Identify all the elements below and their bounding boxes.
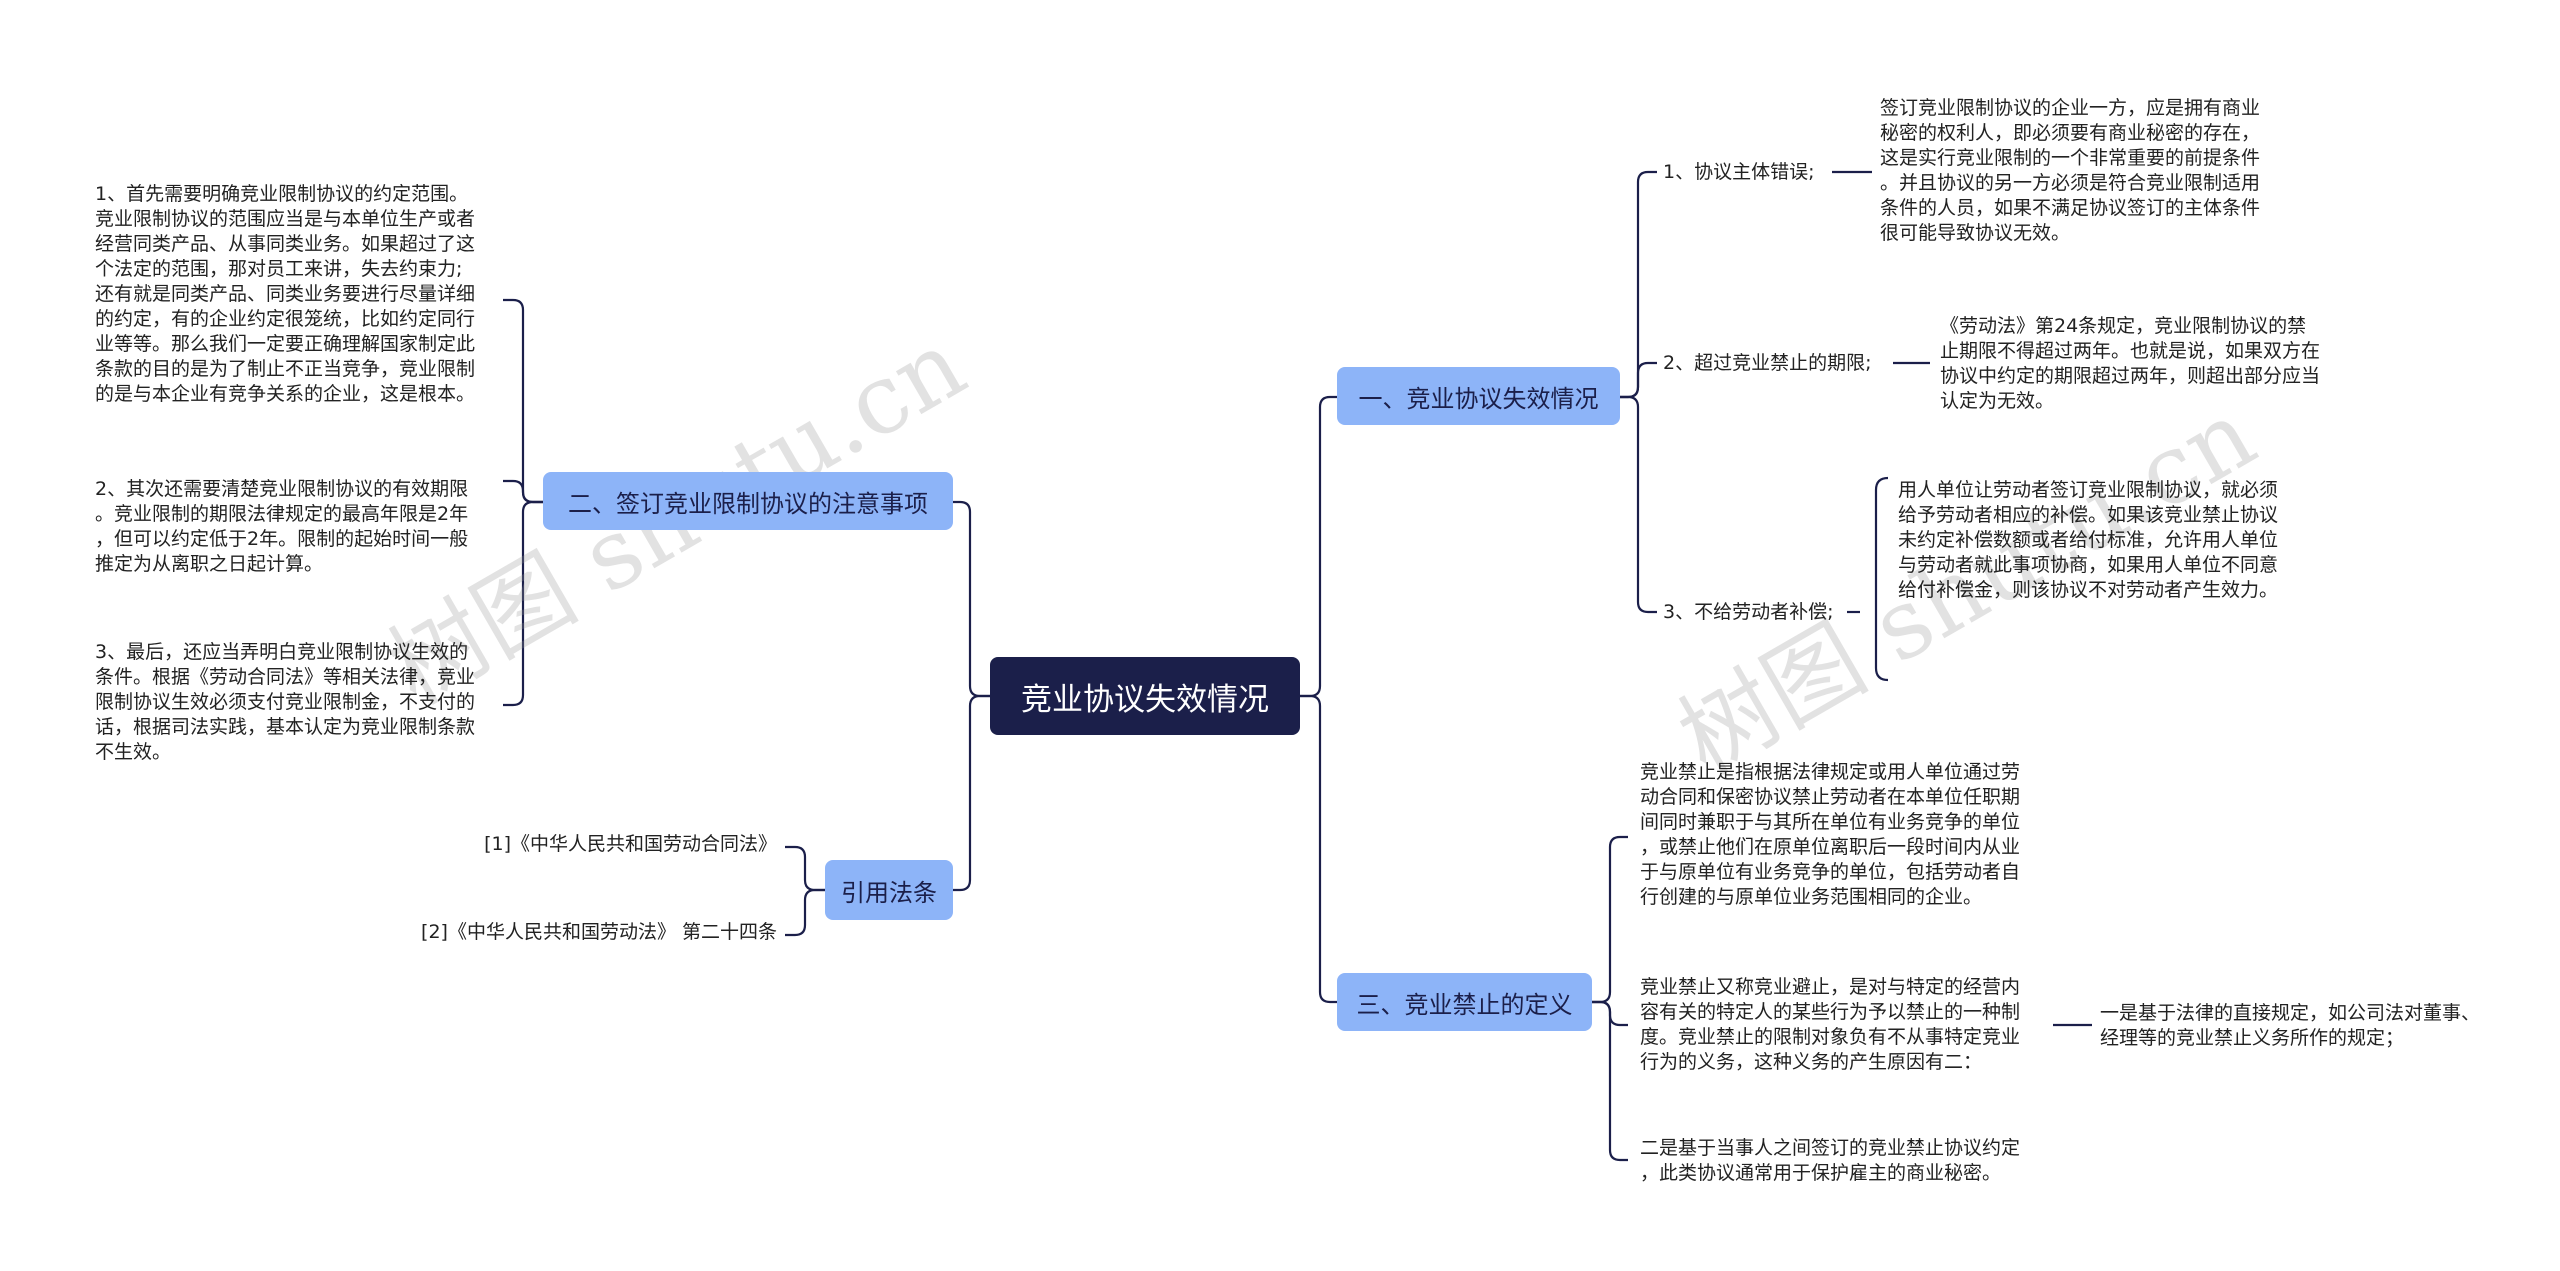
reference-item-1[interactable]: [1]《中华人民共和国劳动合同法》 <box>484 833 777 855</box>
text-line: 2、其次还需要清楚竞业限制协议的有效期限 <box>95 478 469 500</box>
text-line: 协议中约定的期限超过两年，则超出部分应当 <box>1940 365 2321 387</box>
failure-item-3-text: 用人单位让劳动者签订竞业限制协议，就必须 给予劳动者相应的补偿。如果该竞业禁止协… <box>1898 478 2278 603</box>
text-line: 的约定，有的企业约定很笼统，比如约定同行 <box>95 308 476 330</box>
branch-notes[interactable]: 二、签订竞业限制协议的注意事项 <box>543 472 953 530</box>
reference-item-2[interactable]: [2]《中华人民共和国劳动法》 第二十四条 <box>421 921 777 943</box>
failure-item-1-text: 签订竞业限制协议的企业一方，应是拥有商业 秘密的权利人，即必须要有商业秘密的存在… <box>1880 96 2260 246</box>
text-line: 限制协议生效必须支付竞业限制金，不支付的 <box>95 691 476 713</box>
text-line: 用人单位让劳动者签订竞业限制协议，就必须 <box>1898 479 2279 501</box>
text-line: 经营同类产品、从事同类业务。如果超过了这 <box>95 233 476 255</box>
text-line: 给付补偿金，则该协议不对劳动者产生效力。 <box>1898 579 2279 601</box>
text-line: 行为的义务，这种义务的产生原因有二： <box>1640 1051 1983 1073</box>
text-line: 。并且协议的另一方必须是符合竞业限制适用 <box>1880 172 2261 194</box>
text-line: 与劳动者就此事项协商，如果用人单位不同意 <box>1898 554 2279 576</box>
text-line: 的是与本企业有竞争关系的企业，这是根本。 <box>95 383 476 405</box>
text-line: 经理等的竞业禁止义务所作的规定； <box>2100 1027 2405 1049</box>
notes-item-2-text: 2、其次还需要清楚竞业限制协议的有效期限 。竞业限制的期限法律规定的最高年限是2… <box>95 477 468 577</box>
text-line: 条件。根据《劳动合同法》等相关法律，竞业 <box>95 666 476 688</box>
definition-item-1-text: 竞业禁止是指根据法律规定或用人单位通过劳 动合同和保密协议禁止劳动者在本单位任职… <box>1640 760 2020 910</box>
text-line: 话，根据司法实践，基本认定为竞业限制条款 <box>95 716 476 738</box>
text-line: 行创建的与原单位业务范围相同的企业。 <box>1640 886 1983 908</box>
text-line: 容有关的特定人的某些行为予以禁止的一种制 <box>1640 1001 2021 1023</box>
text-line: 业等等。那么我们一定要正确理解国家制定此 <box>95 333 476 355</box>
text-line: 3、最后，还应当弄明白竞业限制协议生效的 <box>95 641 469 663</box>
text-line: ，但可以约定低于2年。限制的起始时间一般 <box>95 528 469 550</box>
failure-item-1-label[interactable]: 1、协议主体错误; <box>1663 161 1815 183</box>
text-line: 。竞业限制的期限法律规定的最高年限是2年 <box>95 503 469 525</box>
text-line: 未约定补偿数额或者给付标准，允许用人单位 <box>1898 529 2279 551</box>
text-line: 竞业禁止是指根据法律规定或用人单位通过劳 <box>1640 761 2021 783</box>
text-line: 竞业限制协议的范围应当是与本单位生产或者 <box>95 208 476 230</box>
text-line: 一是基于法律的直接规定，如公司法对董事、 <box>2100 1002 2481 1024</box>
text-line: 给予劳动者相应的补偿。如果该竞业禁止协议 <box>1898 504 2279 526</box>
text-line: 二是基于当事人之间签订的竞业禁止协议约定 <box>1640 1137 2021 1159</box>
text-line: 条款的目的是为了制止不正当竞争，竞业限制 <box>95 358 476 380</box>
text-line: 个法定的范围，那对员工来讲，失去约束力; <box>95 258 463 280</box>
text-line: 《劳动法》第24条规定，竞业限制协议的禁 <box>1940 315 2307 337</box>
text-line: 竞业禁止又称竞业避止，是对与特定的经营内 <box>1640 976 2021 998</box>
text-line: 止期限不得超过两年。也就是说，如果双方在 <box>1940 340 2321 362</box>
text-line: 很可能导致协议无效。 <box>1880 222 2071 244</box>
notes-item-1-text: 1、首先需要明确竞业限制协议的约定范围。 竞业限制协议的范围应当是与本单位生产或… <box>95 182 475 407</box>
definition-item-2-text: 竞业禁止又称竞业避止，是对与特定的经营内 容有关的特定人的某些行为予以禁止的一种… <box>1640 975 2020 1075</box>
text-line: 动合同和保密协议禁止劳动者在本单位任职期 <box>1640 786 2021 808</box>
text-line: 秘密的权利人，即必须要有商业秘密的存在， <box>1880 122 2261 144</box>
definition-sub-text: 一是基于法律的直接规定，如公司法对董事、 经理等的竞业禁止义务所作的规定； <box>2100 1001 2480 1051</box>
text-line: 于与原单位有业务竞争的单位，包括劳动者自 <box>1640 861 2021 883</box>
text-line: ，此类协议通常用于保护雇主的商业秘密。 <box>1640 1162 2002 1184</box>
text-line: 1、首先需要明确竞业限制协议的约定范围。 <box>95 183 469 205</box>
text-line: 签订竞业限制协议的企业一方，应是拥有商业 <box>1880 97 2261 119</box>
text-line: 还有就是同类产品、同类业务要进行尽量详细 <box>95 283 476 305</box>
branch-references[interactable]: 引用法条 <box>825 860 953 920</box>
failure-item-3-label[interactable]: 3、不给劳动者补偿; <box>1663 601 1834 623</box>
text-line: 推定为从离职之日起计算。 <box>95 553 324 575</box>
branch-definition[interactable]: 三、竞业禁止的定义 <box>1337 973 1592 1031</box>
text-line: ，或禁止他们在原单位离职后一段时间内从业 <box>1640 836 2021 858</box>
text-line: 这是实行竞业限制的一个非常重要的前提条件 <box>1880 147 2261 169</box>
definition-item-3-text: 二是基于当事人之间签订的竞业禁止协议约定 ，此类协议通常用于保护雇主的商业秘密。 <box>1640 1136 2020 1186</box>
root-node[interactable]: 竞业协议失效情况 <box>990 657 1300 735</box>
notes-item-3-text: 3、最后，还应当弄明白竞业限制协议生效的 条件。根据《劳动合同法》等相关法律，竞… <box>95 640 475 765</box>
branch-failure-situations[interactable]: 一、竞业协议失效情况 <box>1337 367 1620 425</box>
failure-item-2-label[interactable]: 2、超过竞业禁止的期限; <box>1663 352 1872 374</box>
text-line: 度。竞业禁止的限制对象负有不从事特定竞业 <box>1640 1026 2021 1048</box>
text-line: 不生效。 <box>95 741 172 763</box>
failure-item-2-text: 《劳动法》第24条规定，竞业限制协议的禁 止期限不得超过两年。也就是说，如果双方… <box>1940 314 2320 414</box>
text-line: 认定为无效。 <box>1940 390 2055 412</box>
text-line: 条件的人员，如果不满足协议签订的主体条件 <box>1880 197 2261 219</box>
text-line: 间同时兼职于与其所在单位有业务竞争的单位 <box>1640 811 2021 833</box>
